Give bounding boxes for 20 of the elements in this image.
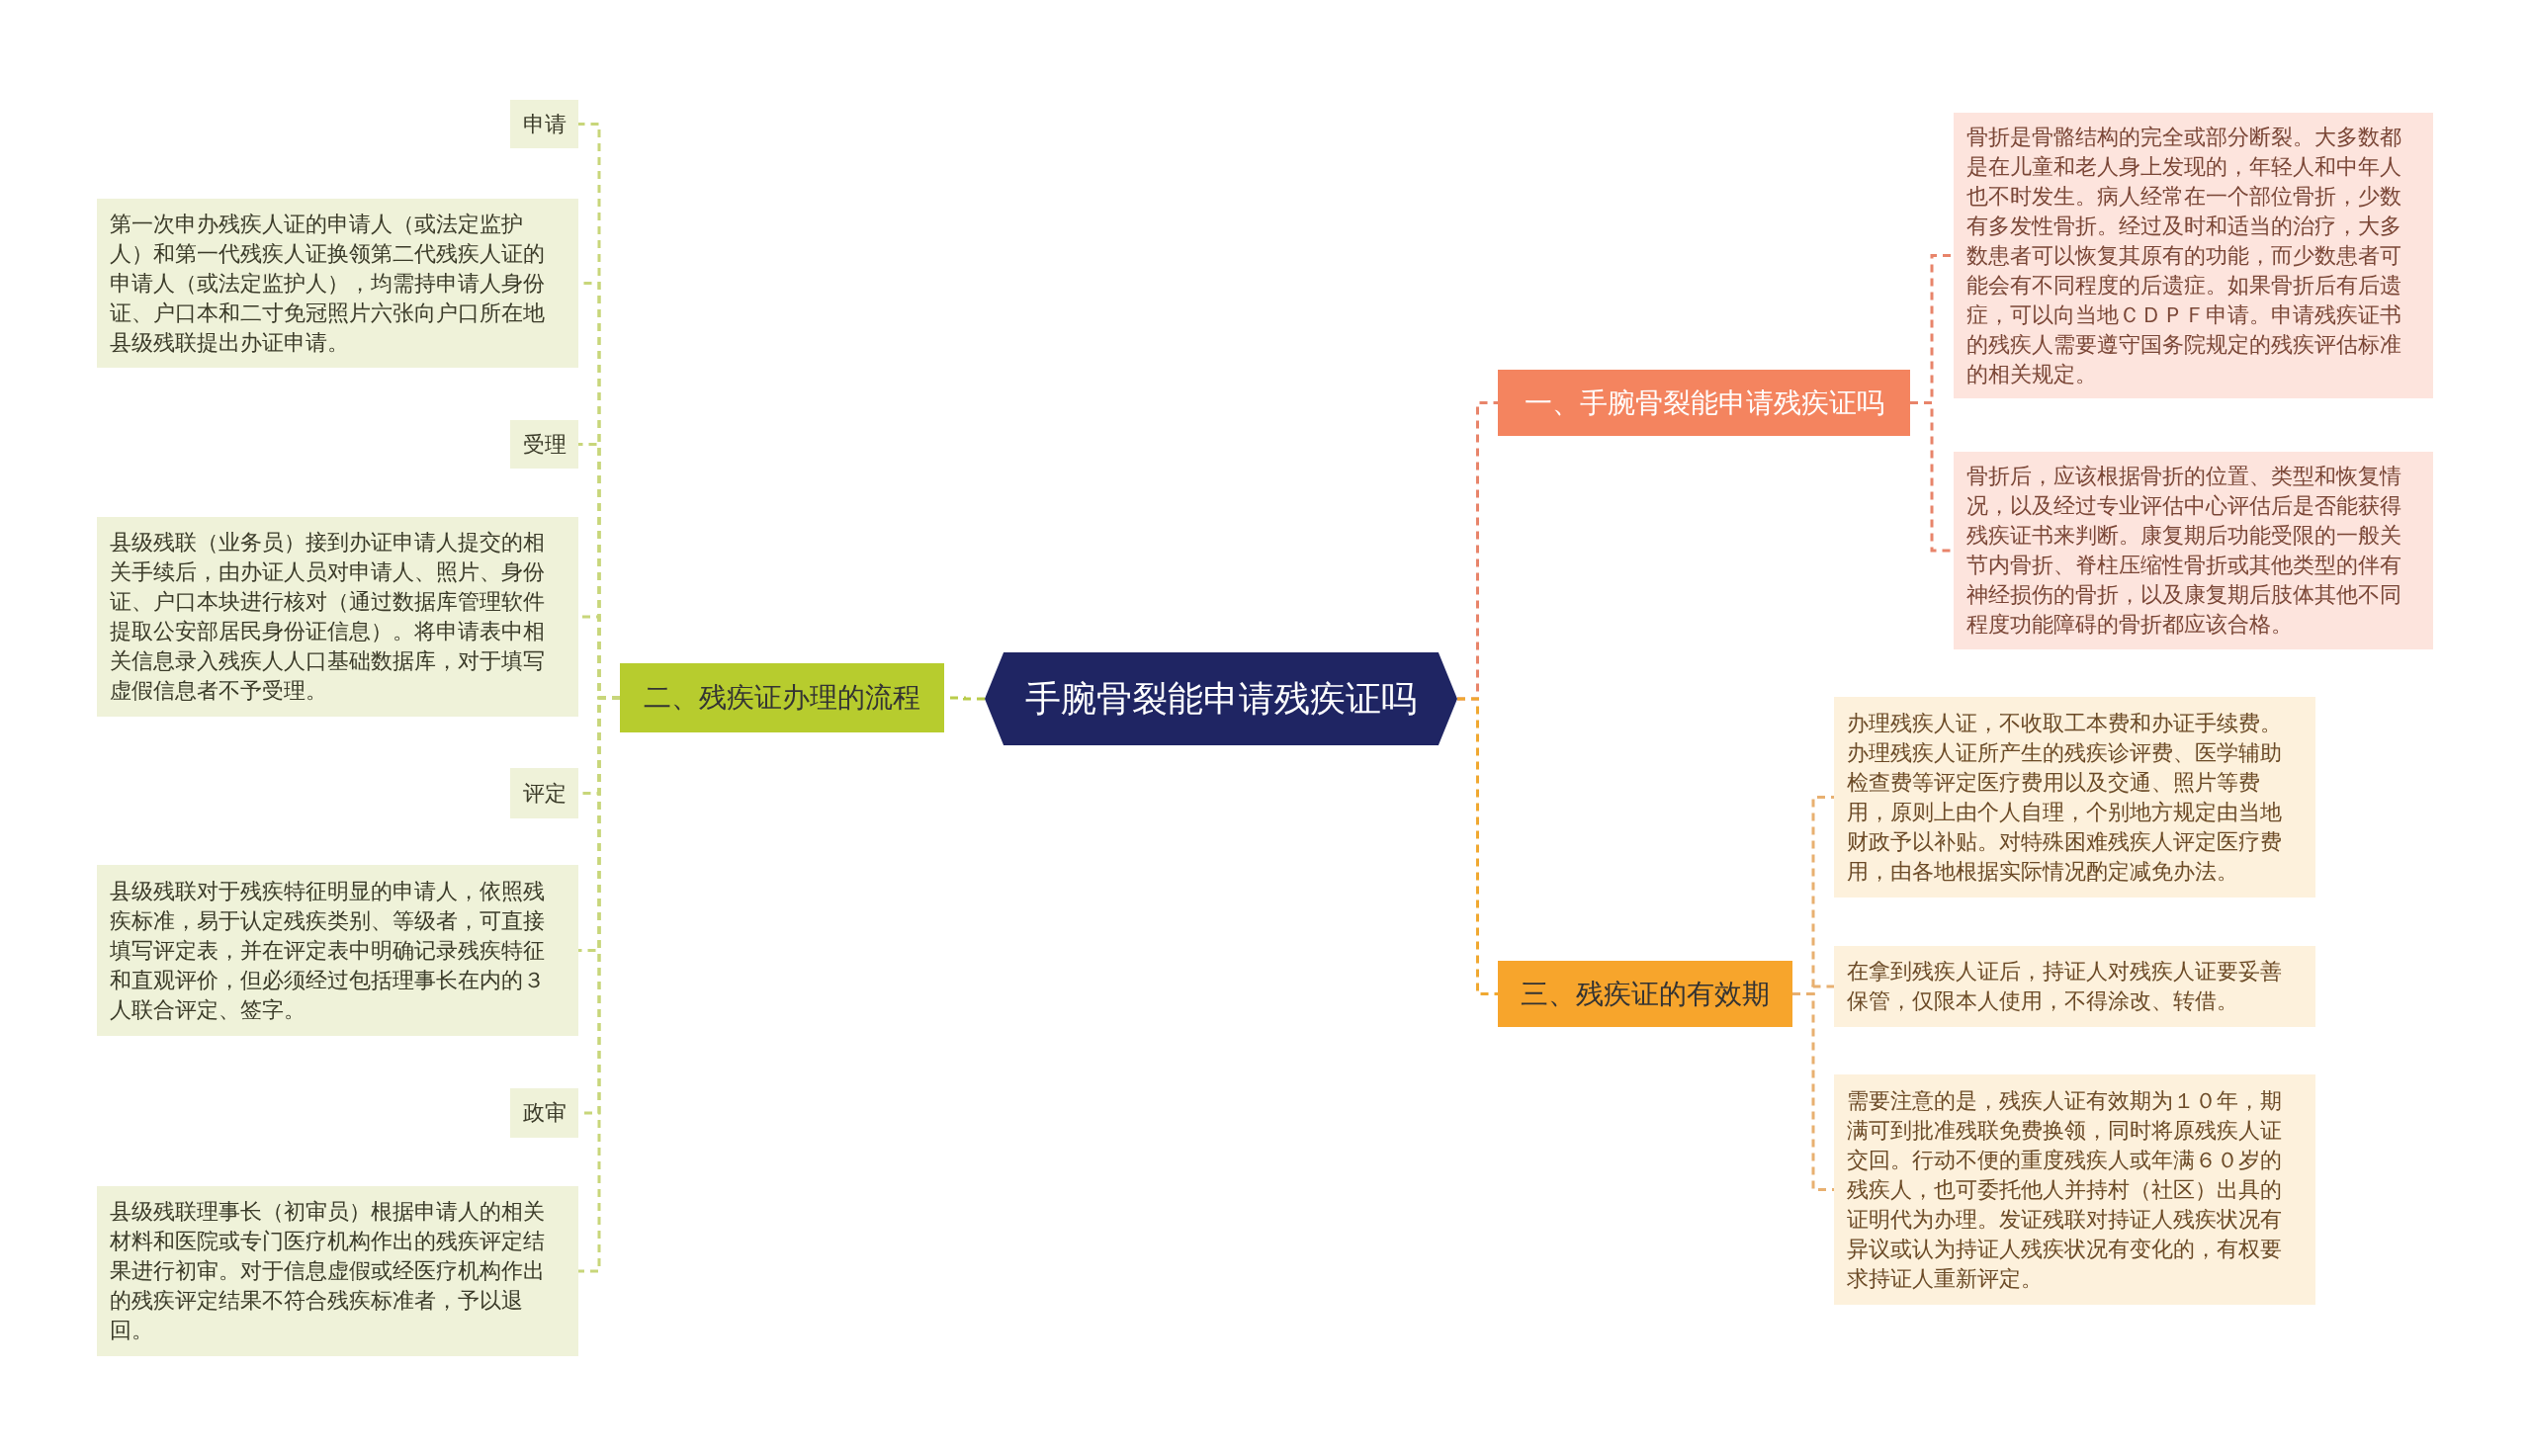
text-box: 需要注意的是，残疾人证有效期为１０年，期满可到批准残联免费换领，同时将原残疾人证交回。行动不便的重度残疾人或年满６０岁的残疾人，也可委托他人并持村（社区）出具的证明代为办理。发证残联对持证人残疾状况有异议或认为持证人残疾状况有变化的，有权要求持证人重新评定。 [1834,1074,2315,1305]
text-box: 在拿到残疾人证后，持证人对残疾人证要妥善保管，仅限本人使用，不得涂改、转借。 [1834,946,2315,1027]
text-box: 骨折是骨骼结构的完全或部分断裂。大多数都是在儿童和老人身上发现的，年轻人和中年人也不时发生。病人经常在一个部位骨折，少数有多发性骨折。经过及时和适当的治疗，大多数患者可以恢复其原有的功能，而少数患者可能会有不同程度的后遗症。如果骨折后有后遗症，可以向当地ＣＤＰＦ申请。申请残疾证书的残疾人需要遵守国务院规定的残疾评估标准的相关规定。 [1954,113,2433,398]
branch-box: 二、残疾证办理的流程 [620,663,944,732]
text-box: 第一次申办残疾人证的申请人（或法定监护人）和第一代残疾人证换领第二代残疾人证的申请人（或法定监护人），均需持申请人身份证、户口本和二寸免冠照片六张向户口所在地县级残联提出办证申请。 [97,199,578,368]
topic-box: 政审 [510,1088,578,1138]
connector-line [1792,992,1834,1191]
text-box: 县级残联（业务员）接到办证申请人提交的相关手续后，由办证人员对申请人、照片、身份证、户口本块进行核对（通过数据库管理软件提取公安部居民身份证信息）。将申请表中相关信息录入残疾人人口基础数据库，对于填写虚假信息者不予受理。 [97,517,578,717]
branch-box: 三、残疾证的有效期 [1498,961,1792,1027]
connector-line [1910,401,1954,553]
topic-box: 申请 [510,100,578,148]
text-box: 县级残联对于残疾特征明显的申请人，依照残疾标准，易于认定残疾类别、等级者，可直接填写评定表，并在评定表中明确记录残疾特征和直观评价，但必须经过包括理事长在内的３人联合评定、签字。 [97,865,578,1036]
topic-box: 评定 [510,768,578,818]
connector-line [1457,697,1498,995]
branch-box: 一、手腕骨裂能申请残疾证吗 [1498,370,1910,436]
text-box: 办理残疾人证，不收取工本费和办证手续费。办理残疾人证所产生的残疾诊评费、医学辅助检查费等评定医疗费用以及交通、照片等费用，原则上由个人自理，个别地方规定由当地财政予以补贴。对特殊困难残疾人评定医疗费用，由各地根据实际情况酌定减免办法。 [1834,697,2315,898]
central-topic: 手腕骨裂能申请残疾证吗 [985,652,1457,745]
topic-box: 受理 [510,420,578,469]
text-box: 骨折后，应该根据骨折的位置、类型和恢复情况，以及经过专业评估中心评估后是否能获得残疾证书来判断。康复期后功能受限的一般关节内骨折、脊柱压缩性骨折或其他类型的伴有神经损伤的骨折，以及康复期后肢体其他不同程度功能障碍的骨折都应该合格。 [1954,452,2433,649]
text-box: 县级残联理事长（初审员）根据申请人的相关材料和医院或专门医疗机构作出的残疾评定结果进行初审。对于信息虚假或经医疗机构作出的残疾评定结果不符合残疾标准者，予以退回。 [97,1186,578,1356]
